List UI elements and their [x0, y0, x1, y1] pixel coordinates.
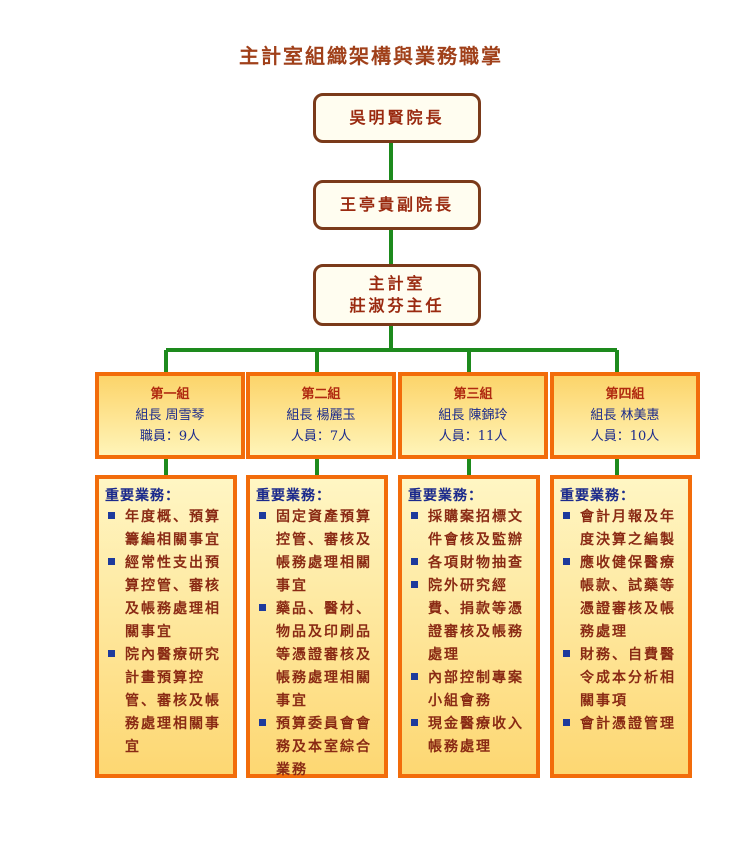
duty-text: 院內醫療研究計畫預算控管、審核及帳務處理相關事宜 [125, 647, 221, 755]
group-name: 第一組 [150, 387, 190, 402]
duty-item: 預算委員會會務及本室綜合業務 [256, 713, 378, 782]
group-leader: 組長 周雪琴 [135, 408, 205, 423]
group-1-duties: 重要業務： 年度概、預算籌編相關事宜 經常性支出預算控管、審核及帳務處理相關事宜… [95, 475, 237, 778]
page-title: 主計室組織架構與業務職掌 [239, 44, 503, 68]
duties-heading: 重要業務： [256, 488, 331, 504]
duty-item: 會計憑證管理 [560, 713, 682, 736]
duty-text: 藥品、醫材、物品及印刷品等憑證審核及帳務處理相關事宜 [276, 601, 372, 709]
duty-text: 財務、自費醫令成本分析相關事項 [580, 647, 676, 709]
duties-list: 固定資產預算控管、審核及帳務處理相關事宜 藥品、醫材、物品及印刷品等憑證審核及帳… [256, 506, 378, 782]
group-staff: 人員：11人 [438, 429, 508, 444]
duty-item: 各項財物抽查 [408, 552, 530, 575]
square-bullet-icon [259, 512, 266, 519]
duties-list: 年度概、預算籌編相關事宜 經常性支出預算控管、審核及帳務處理相關事宜 院內醫療研… [105, 506, 227, 759]
group-1-box: 第一組 組長 周雪琴 職員：9人 [95, 372, 245, 459]
duty-text: 內部控制專案小組會務 [428, 670, 524, 709]
vice-president-box: 王亭貴副院長 [313, 180, 481, 230]
duties-list: 會計月報及年度決算之編製 應收健保醫療帳款、試藥等憑證審核及帳務處理 財務、自費… [560, 506, 682, 736]
duty-text: 各項財物抽查 [428, 555, 524, 571]
square-bullet-icon [108, 650, 115, 657]
duties-list: 採購案招標文件會核及監辦 各項財物抽查 院外研究經費、捐款等憑證審核及帳務處理 … [408, 506, 530, 759]
square-bullet-icon [411, 558, 418, 565]
group-staff: 人員：7人 [290, 429, 352, 444]
duty-item: 現金醫療收入帳務處理 [408, 713, 530, 759]
group-name: 第三組 [453, 387, 493, 402]
duty-text: 經常性支出預算控管、審核及帳務處理相關事宜 [125, 555, 221, 640]
group-name: 第二組 [301, 387, 341, 402]
duty-item: 固定資產預算控管、審核及帳務處理相關事宜 [256, 506, 378, 598]
duty-text: 會計月報及年度決算之編製 [580, 509, 676, 548]
square-bullet-icon [259, 604, 266, 611]
group-leader: 組長 陳錦玲 [438, 408, 508, 423]
square-bullet-icon [411, 673, 418, 680]
group-4-duties: 重要業務： 會計月報及年度決算之編製 應收健保醫療帳款、試藥等憑證審核及帳務處理… [550, 475, 692, 778]
square-bullet-icon [108, 558, 115, 565]
group-2-duties: 重要業務： 固定資產預算控管、審核及帳務處理相關事宜 藥品、醫材、物品及印刷品等… [246, 475, 388, 778]
duty-item: 應收健保醫療帳款、試藥等憑證審核及帳務處理 [560, 552, 682, 644]
vice-president-name: 王亭貴副院長 [339, 195, 454, 214]
group-3-box: 第三組 組長 陳錦玲 人員：11人 [398, 372, 548, 459]
duty-item: 採購案招標文件會核及監辦 [408, 506, 530, 552]
president-name: 吳明賢院長 [349, 108, 445, 127]
duties-heading: 重要業務： [408, 488, 483, 504]
duty-item: 院內醫療研究計畫預算控管、審核及帳務處理相關事宜 [105, 644, 227, 759]
duty-item: 財務、自費醫令成本分析相關事項 [560, 644, 682, 713]
group-4-box: 第四組 組長 林美惠 人員：10人 [550, 372, 700, 459]
group-leader: 組長 楊麗玉 [286, 408, 356, 423]
duty-item: 內部控制專案小組會務 [408, 667, 530, 713]
square-bullet-icon [563, 719, 570, 726]
duty-item: 年度概、預算籌編相關事宜 [105, 506, 227, 552]
duty-text: 應收健保醫療帳款、試藥等憑證審核及帳務處理 [580, 555, 676, 640]
square-bullet-icon [411, 581, 418, 588]
group-3-duties: 重要業務： 採購案招標文件會核及監辦 各項財物抽查 院外研究經費、捐款等憑證審核… [398, 475, 540, 778]
square-bullet-icon [411, 719, 418, 726]
president-box: 吳明賢院長 [313, 93, 481, 143]
group-staff: 職員：9人 [139, 429, 201, 444]
accounting-office-box: 主計室 莊淑芬主任 [313, 264, 481, 326]
duty-item: 經常性支出預算控管、審核及帳務處理相關事宜 [105, 552, 227, 644]
duty-text: 現金醫療收入帳務處理 [428, 716, 524, 755]
duty-item: 會計月報及年度決算之編製 [560, 506, 682, 552]
duty-item: 院外研究經費、捐款等憑證審核及帳務處理 [408, 575, 530, 667]
office-name: 主計室 [368, 274, 426, 293]
duty-text: 院外研究經費、捐款等憑證審核及帳務處理 [428, 578, 524, 663]
square-bullet-icon [563, 558, 570, 565]
duty-text: 預算委員會會務及本室綜合業務 [276, 716, 372, 778]
square-bullet-icon [259, 719, 266, 726]
group-2-box: 第二組 組長 楊麗玉 人員：7人 [246, 372, 396, 459]
duty-text: 固定資產預算控管、審核及帳務處理相關事宜 [276, 509, 372, 594]
group-leader: 組長 林美惠 [590, 408, 660, 423]
square-bullet-icon [411, 512, 418, 519]
square-bullet-icon [563, 512, 570, 519]
square-bullet-icon [108, 512, 115, 519]
group-name: 第四組 [605, 387, 645, 402]
group-staff: 人員：10人 [590, 429, 660, 444]
duty-text: 採購案招標文件會核及監辦 [428, 509, 524, 548]
duty-text: 會計憑證管理 [580, 716, 676, 732]
office-director-name: 莊淑芬主任 [349, 296, 445, 315]
square-bullet-icon [563, 650, 570, 657]
duty-item: 藥品、醫材、物品及印刷品等憑證審核及帳務處理相關事宜 [256, 598, 378, 713]
duty-text: 年度概、預算籌編相關事宜 [125, 509, 221, 548]
duties-heading: 重要業務： [560, 488, 635, 504]
duties-heading: 重要業務： [105, 488, 180, 504]
